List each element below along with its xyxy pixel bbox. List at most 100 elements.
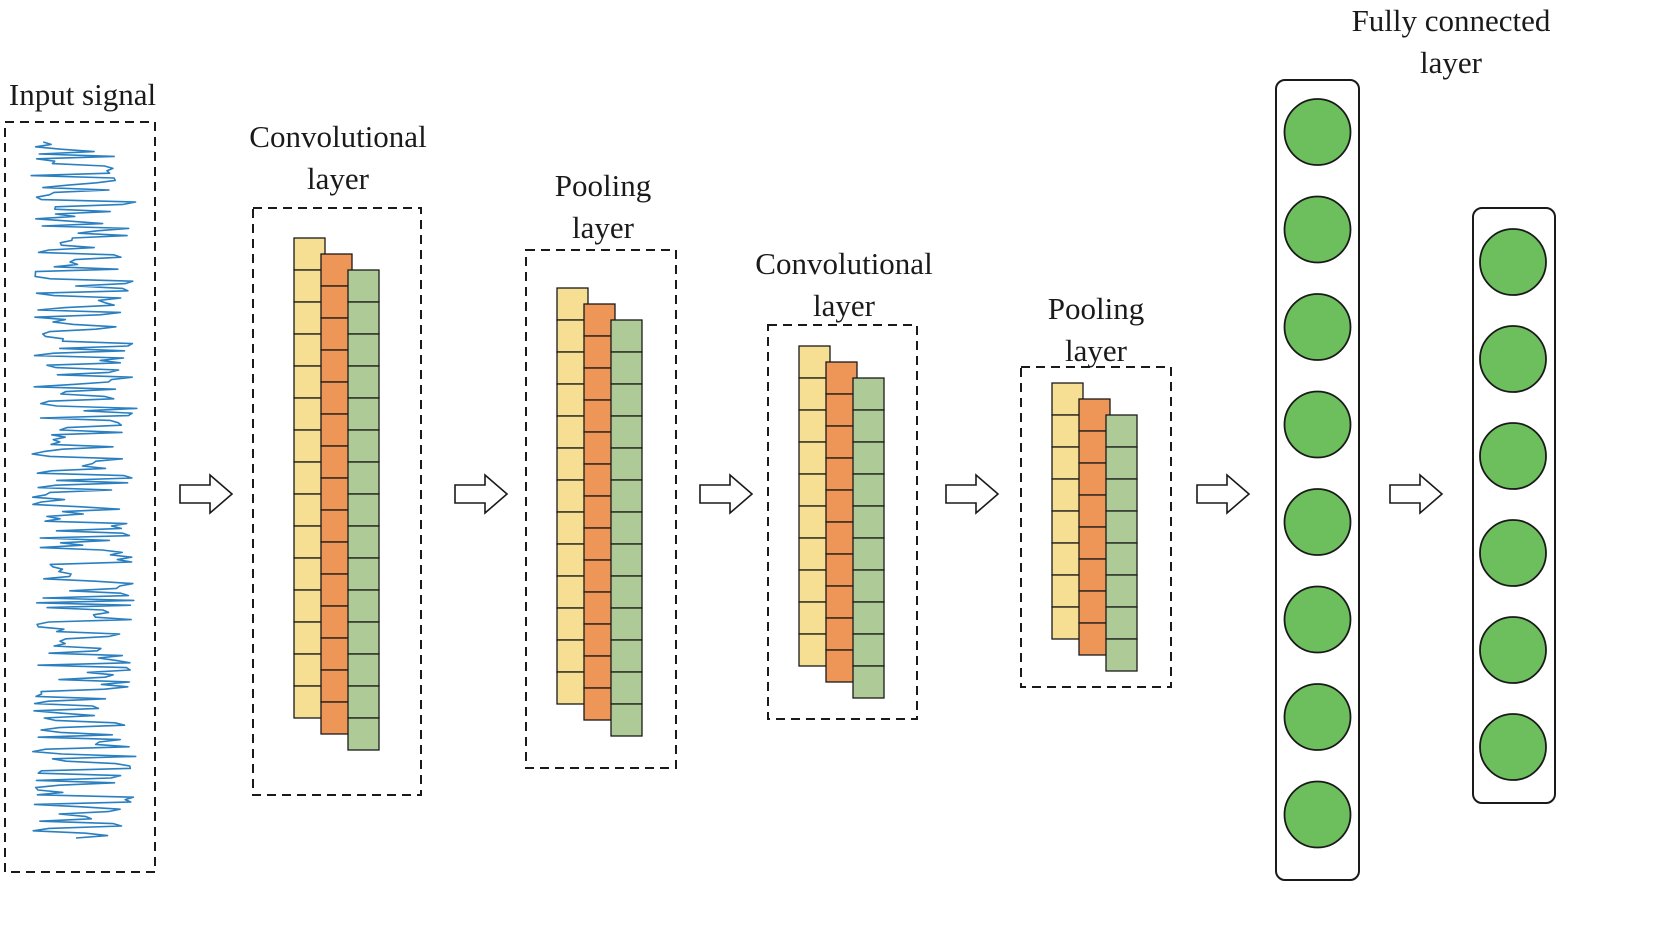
feature-cell [610, 383, 643, 417]
pool2-feature-map-3 [1105, 414, 1138, 672]
feature-cell [798, 377, 831, 411]
neuron-node [1479, 519, 1547, 587]
feature-cell [1105, 478, 1138, 512]
conv2-feature-map-1 [798, 345, 831, 667]
feature-cell [1105, 574, 1138, 608]
feature-cell [583, 303, 616, 337]
feature-cell [1078, 462, 1111, 496]
pool2-feature-map-1 [1051, 382, 1084, 640]
hollow-right-arrow-icon [945, 473, 1000, 515]
feature-cell [852, 665, 885, 699]
feature-cell [347, 557, 380, 591]
feature-cell [583, 559, 616, 593]
feature-cell [347, 685, 380, 719]
feature-cell [347, 525, 380, 559]
feature-cell [1078, 526, 1111, 560]
feature-cell [825, 489, 858, 523]
feature-cell [320, 701, 353, 735]
feature-cell [1051, 510, 1084, 544]
feature-cell [1078, 494, 1111, 528]
feature-cell [610, 351, 643, 385]
input-signal-label-text: Input signal [8, 77, 157, 112]
feature-cell [320, 605, 353, 639]
pool2-label-line2: layer [1065, 333, 1127, 368]
input-signal-waveform [30, 141, 138, 839]
feature-cell [798, 537, 831, 571]
feature-cell [347, 653, 380, 687]
pool1-feature-map-2 [583, 303, 616, 721]
pool1-feature-map-1 [556, 287, 589, 705]
feature-cell [852, 601, 885, 635]
feature-cell [1105, 414, 1138, 448]
hollow-right-arrow-icon [179, 473, 234, 515]
feature-cell [825, 649, 858, 683]
feature-cell [1078, 398, 1111, 432]
flow-arrows [179, 473, 1444, 515]
feature-cell [583, 623, 616, 657]
feature-cell [1078, 622, 1111, 656]
feature-cell [1051, 414, 1084, 448]
hollow-right-arrow-icon [699, 473, 754, 515]
neuron-node [1283, 293, 1352, 361]
pool2-feature-map-2 [1078, 398, 1111, 656]
feature-cell [347, 301, 380, 335]
fc-label: Fully connected layer [1335, 0, 1567, 84]
feature-cell [852, 633, 885, 667]
feature-cell [852, 409, 885, 443]
feature-cell [1051, 606, 1084, 640]
conv2-label-line2: layer [813, 288, 875, 323]
conv2-feature-map-2 [825, 361, 858, 683]
hollow-right-arrow-icon [454, 473, 509, 515]
pool2-box [1020, 366, 1172, 688]
feature-cell [610, 479, 643, 513]
feature-cell [610, 447, 643, 481]
feature-cell [1078, 430, 1111, 464]
feature-cell [347, 429, 380, 463]
feature-cell [825, 617, 858, 651]
neuron-node [1283, 585, 1352, 654]
feature-cell [1105, 606, 1138, 640]
feature-cell [1078, 558, 1111, 592]
feature-cell [1051, 446, 1084, 480]
feature-cell [852, 569, 885, 603]
feature-cell [852, 505, 885, 539]
feature-cell [798, 569, 831, 603]
pool2-label-line1: Pooling [1047, 291, 1145, 326]
feature-cell [825, 457, 858, 491]
feature-cell [293, 621, 326, 655]
feature-cell [293, 493, 326, 527]
feature-cell [556, 479, 589, 513]
neuron-node [1283, 780, 1352, 849]
feature-cell [320, 349, 353, 383]
feature-cell [852, 473, 885, 507]
feature-cell [798, 409, 831, 443]
feature-cell [293, 653, 326, 687]
feature-cell [556, 543, 589, 577]
conv1-feature-map-3 [347, 269, 380, 751]
feature-cell [610, 703, 643, 737]
neuron-node [1479, 422, 1547, 490]
feature-cell [798, 473, 831, 507]
feature-cell [852, 441, 885, 475]
feature-cell [320, 541, 353, 575]
feature-cell [556, 287, 589, 321]
feature-cell [347, 621, 380, 655]
feature-cell [583, 399, 616, 433]
fc-layer-1-box [1275, 79, 1360, 881]
conv1-feature-maps [293, 237, 380, 751]
feature-cell [610, 415, 643, 449]
feature-cell [610, 575, 643, 609]
feature-cell [320, 445, 353, 479]
feature-cell [825, 425, 858, 459]
conv2-feature-maps [798, 345, 885, 699]
feature-cell [347, 397, 380, 431]
feature-cell [1051, 574, 1084, 608]
feature-cell [347, 333, 380, 367]
fc-layer-1-neurons [1283, 98, 1352, 849]
feature-cell [556, 319, 589, 353]
neuron-node [1479, 228, 1547, 296]
conv2-label: Convolutional layer [744, 243, 944, 327]
feature-cell [347, 269, 380, 303]
feature-cell [1105, 542, 1138, 576]
